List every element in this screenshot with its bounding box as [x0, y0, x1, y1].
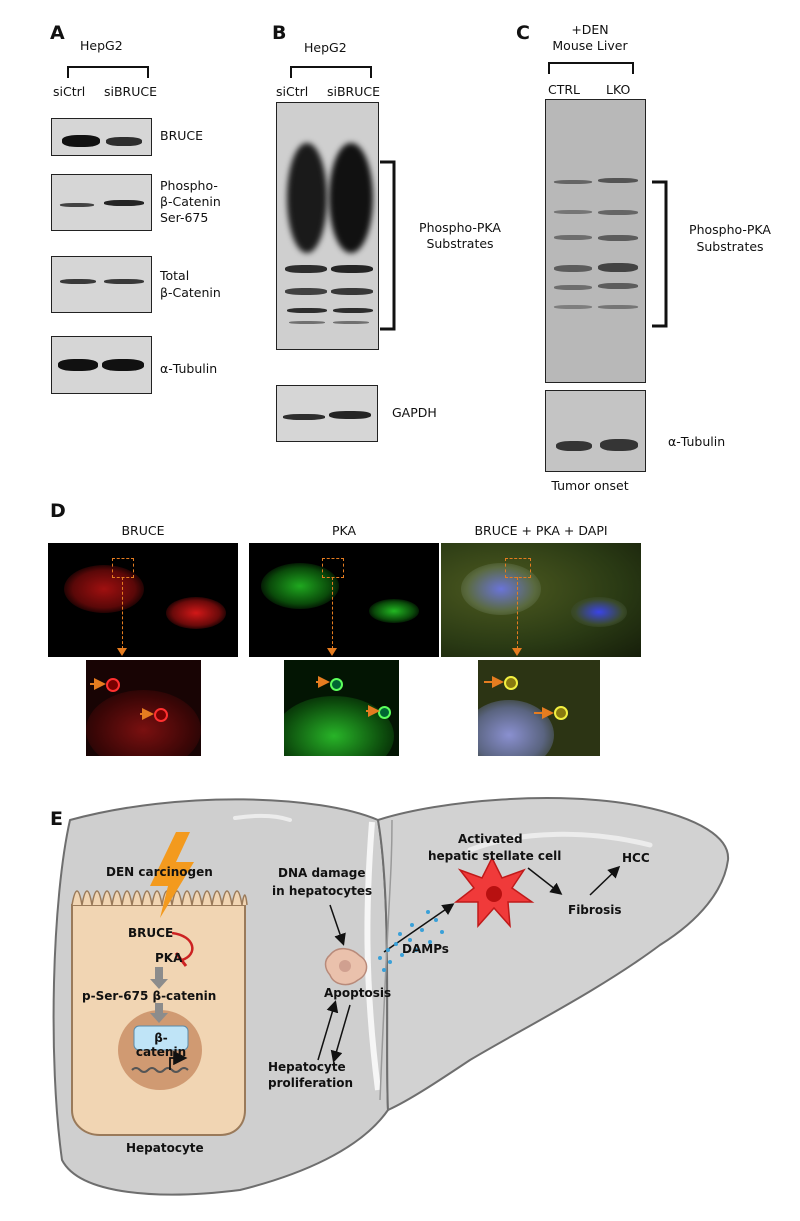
d-zoom-box-merge [505, 558, 531, 578]
a-lane-2: siBRUCE [104, 84, 158, 99]
d-title-pka: PKA [331, 523, 357, 538]
a-label-phospho-1: Phospho- [160, 178, 218, 193]
e-apoptosis-label: Apoptosis [324, 986, 392, 1000]
d-zoom-arrow-pka [327, 648, 337, 656]
c-lane-1: CTRL [548, 82, 581, 97]
b-cell-line: HepG2 [304, 40, 347, 55]
c-blot-tubulin [545, 390, 646, 472]
e-hsc-label-2: hepatic stellate cell [428, 849, 562, 863]
d-zoom-arrow-bruce [117, 648, 127, 656]
c-footer: Tumor onset [551, 478, 629, 493]
c-treatment: +DEN [571, 22, 609, 37]
c-bracket [652, 180, 668, 328]
d-zoom-box-bruce [112, 558, 134, 578]
panel-letter-e: E [50, 808, 63, 830]
bcat-box [133, 1025, 189, 1051]
a-lane-bracket [67, 66, 149, 78]
b-lane-1: siCtrl [276, 84, 309, 99]
e-bruce-label: BRUCE [128, 926, 174, 940]
c-blot-pka [545, 99, 646, 383]
c-bracket-label-1: Phospho-PKA [689, 222, 771, 237]
a-blot-tubulin [51, 336, 152, 394]
a-lane-1: siCtrl [53, 84, 86, 99]
d-zoom-box-pka [322, 558, 344, 578]
panel-letter-b: B [272, 22, 287, 44]
e-hsc-label-1: Activated [458, 832, 523, 846]
panel-letter-a: A [50, 22, 65, 44]
a-label-phospho-2: β-Catenin [160, 194, 221, 209]
b-bracket [380, 160, 396, 331]
a-blot-phospho [51, 174, 152, 231]
e-hepatocyte-label: Hepatocyte [126, 1141, 204, 1155]
d-zoom-line-merge [517, 577, 518, 649]
d-image-merge [441, 543, 641, 657]
c-lane-2: LKO [606, 82, 631, 97]
e-pka-label: PKA [155, 951, 183, 965]
panel-letter-d: D [50, 500, 66, 522]
c-bracket-label-2: Substrates [696, 239, 764, 254]
d-image-bruce [48, 543, 238, 657]
d-title-bruce: BRUCE [121, 523, 165, 538]
a-label-tubulin: α-Tubulin [160, 361, 218, 376]
e-hcc-label: HCC [622, 851, 650, 865]
e-prolif-label-2: proliferation [268, 1076, 353, 1090]
b-bracket-label-2: Substrates [426, 236, 494, 251]
b-lane-2: siBRUCE [327, 84, 381, 99]
d-image-pka [249, 543, 439, 657]
c-label-tubulin: α-Tubulin [668, 434, 726, 449]
d-zoom-arrow-merge [512, 648, 522, 656]
b-blot-pka [276, 102, 379, 350]
a-label-phospho-3: Ser-675 [160, 210, 209, 225]
b-label-gapdh: GAPDH [392, 405, 437, 420]
e-dna-label-2: in hepatocytes [272, 884, 373, 898]
e-damps-label: DAMPs [402, 942, 449, 956]
e-dna-label-1: DNA damage [278, 866, 366, 880]
a-label-total-2: β-Catenin [160, 285, 221, 300]
d-zoom-line-bruce [122, 577, 123, 649]
b-lane-bracket [290, 66, 372, 78]
a-label-bruce: BRUCE [160, 128, 204, 143]
a-blot-bruce [51, 118, 152, 156]
b-blot-gapdh [276, 385, 378, 442]
e-pser-label: p-Ser-675 β-catenin [82, 989, 217, 1003]
d-inset-arrows [90, 676, 554, 720]
panel-letter-c: C [516, 22, 530, 44]
liver-ligament [364, 821, 381, 1091]
c-tissue: Mouse Liver [552, 38, 628, 53]
d-zoom-line-pka [332, 577, 333, 649]
e-fibrosis-label: Fibrosis [568, 903, 622, 917]
e-den-label: DEN carcinogen [106, 865, 213, 879]
a-blot-total [51, 256, 152, 313]
c-lane-bracket [548, 62, 634, 74]
e-bcat-label: β-catenin [135, 1031, 187, 1059]
a-label-total-1: Total [160, 268, 190, 283]
lightning-icon [150, 832, 194, 918]
microvilli [71, 890, 248, 906]
b-bracket-label-1: Phospho-PKA [419, 220, 501, 235]
d-title-merge: BRUCE + PKA + DAPI [474, 523, 608, 538]
a-cell-line: HepG2 [80, 38, 123, 53]
damps-dots [378, 910, 444, 972]
e-prolif-label-1: Hepatocyte [268, 1060, 346, 1074]
